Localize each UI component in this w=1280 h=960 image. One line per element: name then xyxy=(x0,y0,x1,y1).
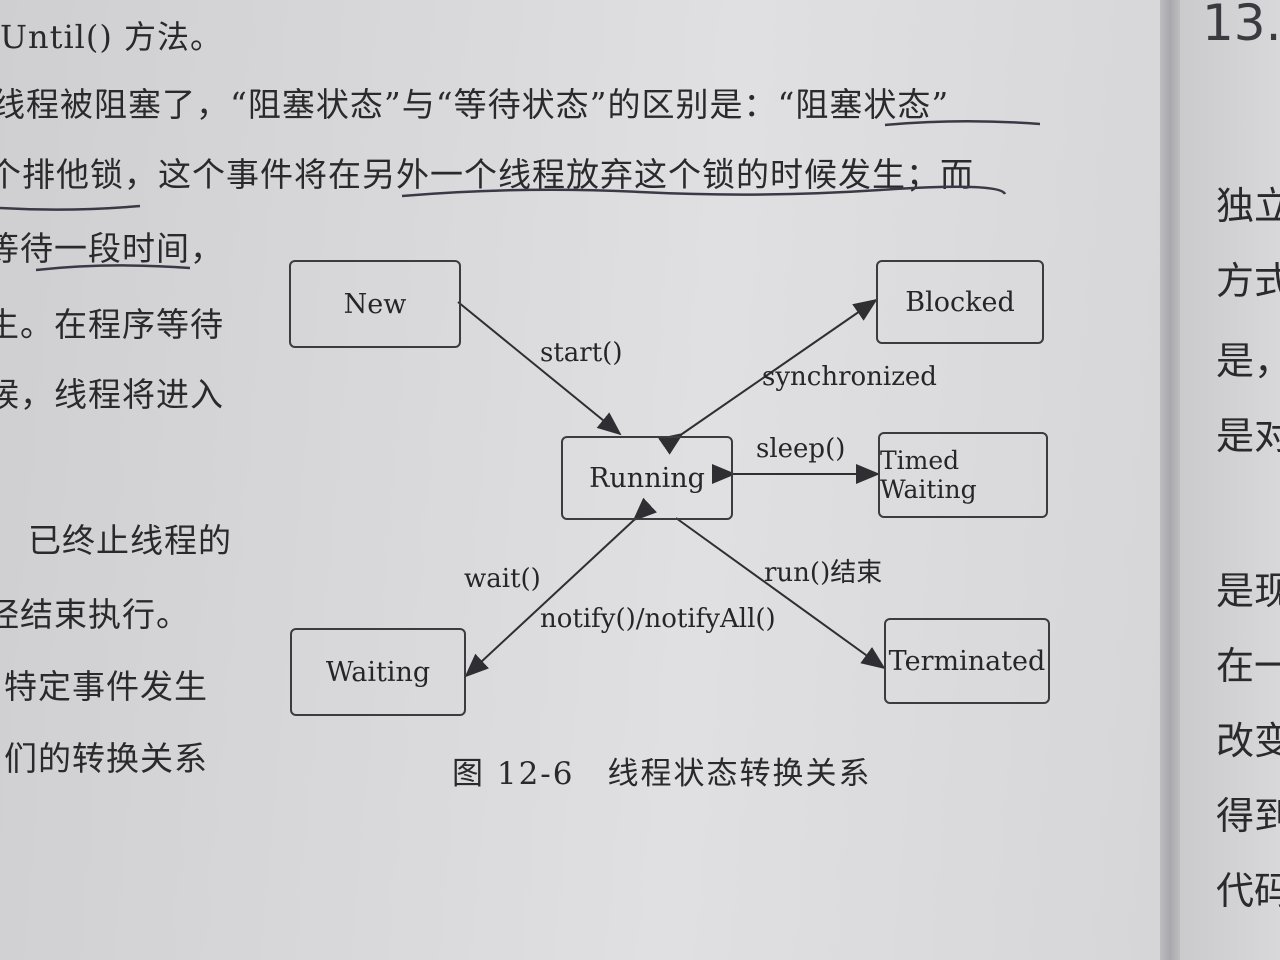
label-start: start() xyxy=(540,338,623,368)
arrow-start xyxy=(457,301,622,436)
book-right-page: 13. 独立 方式 是， 是对 是现 在一 改变 得到 代码 xyxy=(1180,0,1280,960)
state-terminated: Terminated xyxy=(884,618,1050,704)
body-text-line: 们的转换关系 xyxy=(4,739,208,778)
arrow-synchronized xyxy=(658,298,878,455)
state-timed-waiting: Timed Waiting xyxy=(878,432,1048,518)
figure-caption: 图 12-6 线程状态转换关系 xyxy=(452,756,872,792)
right-page-text: 方式 xyxy=(1216,259,1280,303)
right-page-text: 得到 xyxy=(1216,794,1280,838)
page-number: 13. xyxy=(1202,0,1280,52)
body-text-line: 候，线程将进入 xyxy=(0,375,224,414)
book-left-page xyxy=(0,0,1160,960)
body-text-line: Until() 方法。 xyxy=(0,18,224,56)
body-text-line: 生。在程序等待 xyxy=(0,305,224,344)
body-text-line: 特定事件发生 xyxy=(4,667,208,706)
pen-underlines xyxy=(0,119,1041,272)
state-transition-arrows xyxy=(457,298,886,678)
right-page-text: 是， xyxy=(1216,339,1280,383)
label-notify: notify()/notifyAll() xyxy=(540,604,776,634)
body-text-line: 经结束执行。 xyxy=(0,595,190,634)
right-page-text: 是对 xyxy=(1216,414,1280,458)
label-run-end: run()结束 xyxy=(764,558,883,588)
right-page-text: 是现 xyxy=(1216,569,1280,613)
state-new: New xyxy=(289,260,461,348)
label-wait: wait() xyxy=(464,564,541,594)
state-running: Running xyxy=(561,436,733,520)
right-page-text: 在一 xyxy=(1216,644,1280,688)
right-page-text: 代码 xyxy=(1216,869,1280,913)
body-text-line: 个排他锁，这个事件将在另外一个线程放弃这个锁的时候发生；而 xyxy=(0,155,974,194)
right-page-text: 改变 xyxy=(1216,719,1280,763)
body-text-line: 已终止线程的 xyxy=(28,521,232,560)
body-text-line: 等待一段时间， xyxy=(0,229,224,268)
right-page-text: 独立 xyxy=(1216,184,1280,228)
label-sleep: sleep() xyxy=(756,434,846,464)
body-text-line: 线程被阻塞了，“阻塞状态”与“等待状态”的区别是：“阻塞状态” xyxy=(0,85,950,124)
arrow-run-end xyxy=(675,517,886,670)
arrow-wait-notify xyxy=(464,497,657,678)
book-gutter xyxy=(1160,0,1180,960)
state-blocked: Blocked xyxy=(876,260,1044,344)
label-synchronized: synchronized xyxy=(762,362,937,392)
state-waiting: Waiting xyxy=(290,628,466,716)
